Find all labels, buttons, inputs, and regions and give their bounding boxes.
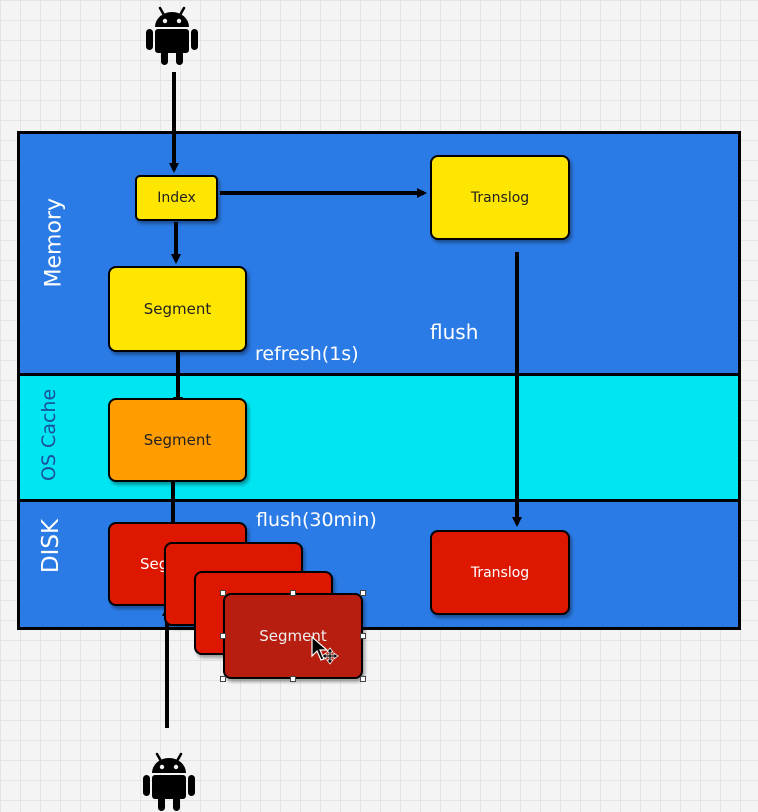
index-node[interactable]: Index [135, 175, 218, 221]
android-icon [146, 6, 198, 65]
flush-30min-label: flush(30min) [256, 509, 377, 531]
segment-os-cache-label: Segment [143, 431, 212, 449]
segment-memory-node[interactable]: Segment [108, 266, 247, 352]
segment-memory-label: Segment [143, 300, 212, 318]
selection-handle-ne[interactable] [360, 590, 366, 596]
segment-disk-selected-label: Segment [259, 627, 327, 645]
selection-handle-nw[interactable] [220, 590, 226, 596]
android-icon [143, 752, 195, 811]
selection-handle-sw[interactable] [220, 676, 226, 682]
move-cursor-icon [311, 636, 339, 665]
selection-handle-s[interactable] [290, 676, 296, 682]
selection-handle-e[interactable] [360, 633, 366, 639]
selection-handle-n[interactable] [290, 590, 296, 596]
selection-handle-w[interactable] [220, 633, 226, 639]
refresh-label: refresh(1s) [255, 343, 359, 365]
translog-disk-label: Translog [470, 564, 530, 581]
segment-disk-node-selected[interactable]: Segment [223, 593, 363, 679]
translog-memory-label: Translog [470, 189, 530, 206]
segment-os-cache-node[interactable]: Segment [108, 398, 247, 482]
selection-handle-se[interactable] [360, 676, 366, 682]
flush-label: flush [430, 320, 479, 344]
translog-disk-node[interactable]: Translog [430, 530, 570, 615]
translog-memory-node[interactable]: Translog [430, 155, 570, 240]
segment-disk-1-label: Seg [140, 555, 169, 573]
index-node-label: Index [157, 190, 196, 206]
